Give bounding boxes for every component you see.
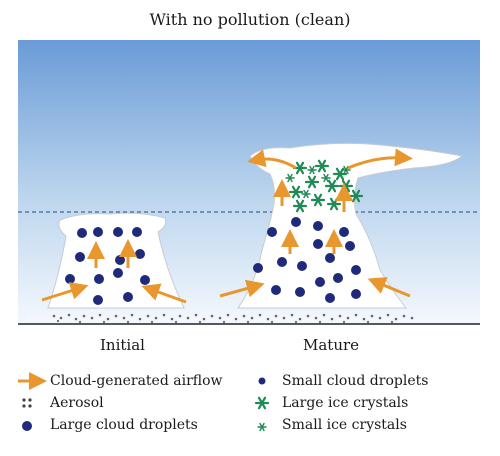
- mature-stage-label: Mature: [303, 336, 360, 354]
- legend-label: Cloud-generated airflow: [50, 373, 223, 389]
- legend-label: Small ice crystals: [282, 417, 407, 433]
- legend-label: Large ice crystals: [282, 395, 409, 411]
- legend-left-column: Cloud-generated airflow Aerosol Large cl…: [14, 370, 223, 436]
- aerosol-dots-icon: [22, 398, 32, 408]
- legend-label: Large cloud droplets: [50, 417, 198, 433]
- legend-item-large-ice: Large ice crystals: [246, 392, 428, 414]
- mature-large-droplets: [253, 217, 361, 303]
- small-droplet-icon: [258, 377, 266, 385]
- aerosol-layer: [52, 313, 414, 324]
- mature-cloud: [237, 142, 464, 309]
- legend-item-aerosol: Aerosol: [14, 392, 223, 414]
- large-droplet-icon: [22, 421, 32, 431]
- legend-item-large-droplets: Large cloud droplets: [14, 414, 223, 436]
- initial-stage-label: Initial: [100, 336, 145, 354]
- diagram-title: With no pollution (clean): [149, 10, 351, 29]
- legend-label: Aerosol: [50, 395, 104, 411]
- initial-airflow-arrows: [41, 239, 187, 304]
- mature-airflow-arrows: [219, 148, 413, 298]
- legend-right-column: Small cloud droplets Large ice crystals …: [246, 370, 428, 436]
- initial-large-droplets: [65, 227, 150, 305]
- legend-item-airflow: Cloud-generated airflow: [14, 370, 223, 392]
- legend-item-small-ice: Small ice crystals: [246, 414, 428, 436]
- legend-label: Small cloud droplets: [282, 373, 429, 389]
- legend-symbols: [18, 372, 270, 432]
- legend-item-small-droplets: Small cloud droplets: [246, 370, 428, 392]
